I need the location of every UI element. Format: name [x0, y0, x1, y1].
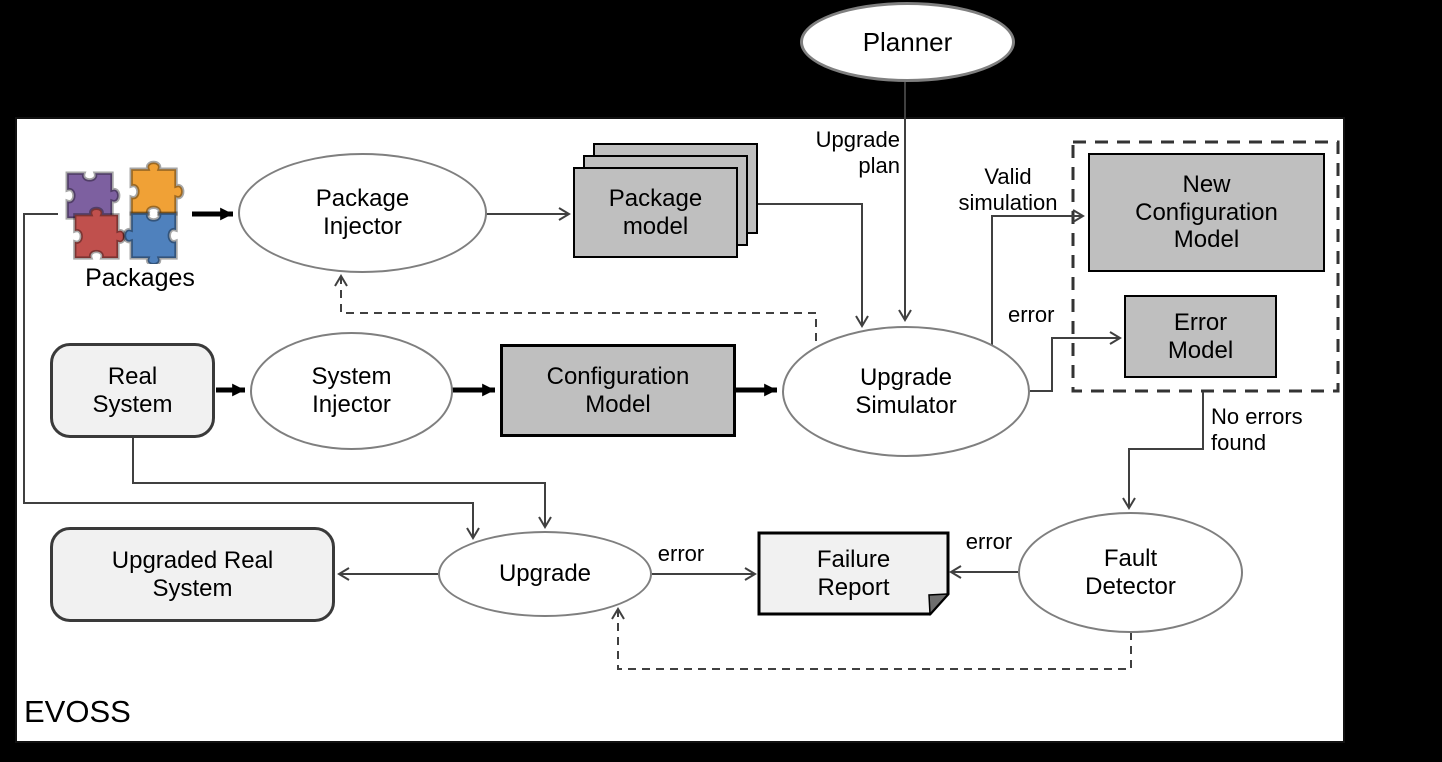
node-real-system: Real System — [50, 343, 215, 438]
node-upgraded-real-system: Upgraded Real System — [50, 527, 335, 622]
node-new-configuration-model-label: New Configuration Model — [1135, 170, 1278, 254]
edge-label-error-simulation: error — [1008, 302, 1055, 327]
node-upgrade-simulator: Upgrade Simulator — [782, 326, 1030, 457]
node-error-model-label: Error Model — [1167, 308, 1234, 364]
edge-label-error-upgrade: error — [657, 541, 705, 566]
packages-label: Packages — [85, 264, 195, 292]
node-error-model: Error Model — [1124, 295, 1277, 378]
node-package-injector: Package Injector — [238, 153, 487, 273]
node-upgraded-real-system-label: Upgraded Real System — [111, 546, 274, 602]
node-upgrade-simulator-label: Upgrade Simulator — [855, 363, 957, 419]
packages-puzzle-icon — [65, 160, 185, 264]
node-package-model-label: Package model — [608, 184, 703, 240]
node-system-injector: System Injector — [250, 332, 453, 450]
node-failure-report: Failure Report — [757, 531, 950, 616]
edge-label-no-errors-found: No errors found — [1211, 404, 1303, 455]
edge-label-upgrade-plan: Upgrade plan — [815, 127, 900, 178]
node-planner: Planner — [800, 2, 1015, 82]
node-upgrade: Upgrade — [438, 531, 652, 617]
edge-label-valid-simulation: Valid simulation — [958, 164, 1058, 215]
node-package-injector-label: Package Injector — [315, 185, 410, 240]
node-system-injector-label: System Injector — [311, 363, 392, 418]
node-configuration-model: Configuration Model — [500, 344, 736, 437]
puzzle-piece-orange-icon — [129, 160, 185, 216]
node-package-model: Package model — [573, 167, 738, 258]
node-planner-label: Planner — [862, 26, 953, 57]
node-fault-detector-label: Fault Detector — [1085, 544, 1176, 600]
node-new-configuration-model: New Configuration Model — [1088, 153, 1325, 272]
node-fault-detector: Fault Detector — [1018, 512, 1243, 633]
node-real-system-label: Real System — [92, 362, 173, 418]
puzzle-piece-red-icon — [73, 206, 127, 260]
puzzle-piece-blue-icon — [122, 211, 178, 264]
edge-label-error-fault-detector: error — [965, 529, 1013, 554]
node-configuration-model-label: Configuration Model — [546, 362, 690, 418]
node-upgrade-label: Upgrade — [498, 560, 592, 588]
failure-report-document-icon — [757, 531, 950, 616]
evoss-frame-label: EVOSS — [24, 694, 131, 729]
node-failure-report-label: Failure Report — [816, 545, 891, 601]
